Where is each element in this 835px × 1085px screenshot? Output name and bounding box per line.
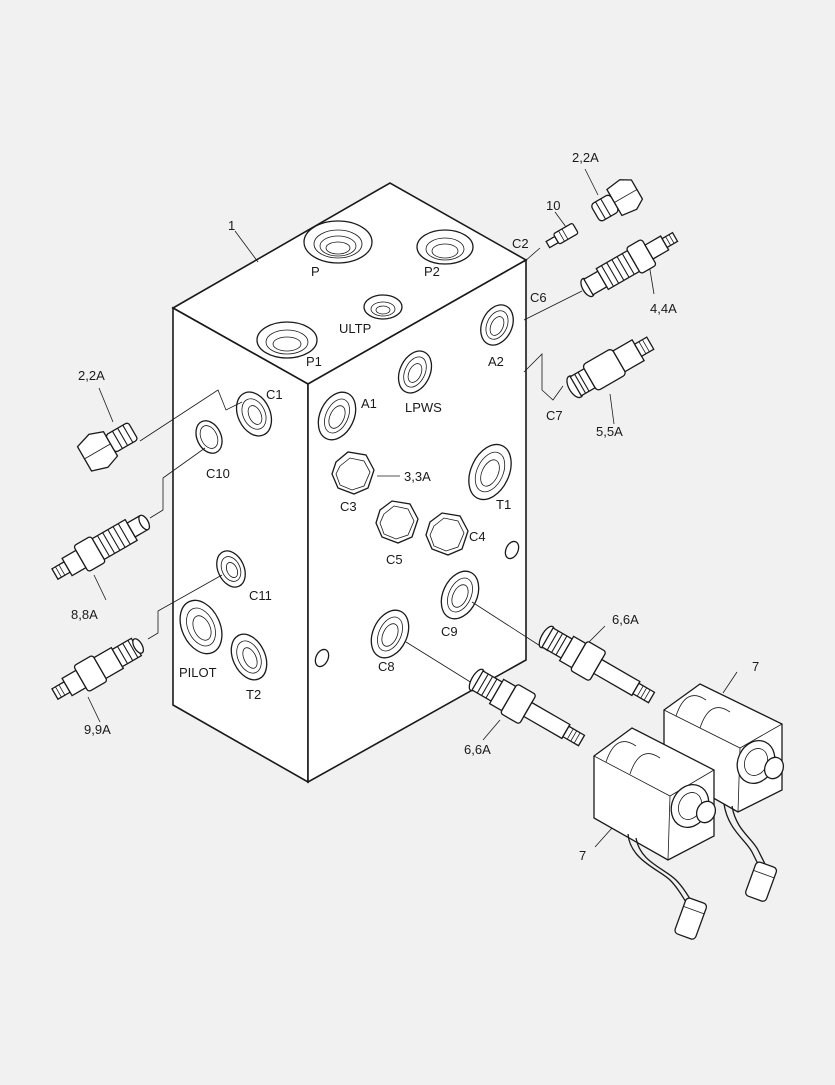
label-c8: C8 [378, 659, 395, 674]
callout-4-4a: 4,4A [650, 301, 677, 316]
callout-6-6a-bottom: 6,6A [464, 742, 491, 757]
callout-labels: 10 2,2A 2,2A 4,4A 5,5A 3,3A 8,8A 9,9A 6,… [71, 150, 759, 863]
callout-7-bottom: 7 [579, 848, 586, 863]
plug-c4 [425, 512, 469, 556]
callout-7-top: 7 [752, 659, 759, 674]
label-pilot: PILOT [179, 665, 217, 680]
label-c1: C1 [266, 387, 283, 402]
port-c9 [440, 570, 480, 620]
port-a2 [480, 304, 514, 346]
pin-10 [545, 223, 579, 249]
label-c5: C5 [386, 552, 403, 567]
port-labels: 1 P P2 ULTP P1 A2 A1 LPWS C1 C10 C11 C2 … [179, 218, 563, 702]
small-hole-lower [314, 648, 330, 668]
port-c10 [195, 420, 223, 454]
solenoid-coil-lower [593, 727, 717, 861]
plug-2-2a-top [591, 179, 644, 222]
port-c1 [235, 391, 273, 437]
port-c8 [370, 609, 410, 659]
label-p: P [311, 264, 320, 279]
callout-5-5a: 5,5A [596, 424, 623, 439]
plug-c5 [375, 500, 419, 544]
cartridge-8-8a [51, 514, 151, 581]
plug-c3 [331, 451, 375, 495]
label-t2: T2 [246, 687, 261, 702]
port-p1 [256, 321, 318, 359]
small-hole-right-face [504, 540, 520, 560]
label-block-1: 1 [228, 218, 235, 233]
port-p [303, 220, 373, 264]
label-c3: C3 [340, 499, 357, 514]
label-a2: A2 [488, 354, 504, 369]
port-p2 [416, 229, 474, 265]
callout-2-2a-top: 2,2A [572, 150, 599, 165]
port-t1 [468, 443, 512, 501]
callout-6-6a-right: 6,6A [612, 612, 639, 627]
label-p1: P1 [306, 354, 322, 369]
callout-3-3a: 3,3A [404, 469, 431, 484]
cartridge-6-6a-bottom [468, 668, 586, 747]
label-c10: C10 [206, 466, 230, 481]
cartridge-5-5a [566, 336, 655, 399]
coil-wires-lower [627, 833, 708, 940]
callout-9-9a: 9,9A [84, 722, 111, 737]
port-lpws [397, 350, 433, 394]
label-c11: C11 [249, 588, 272, 603]
label-c9: C9 [441, 624, 458, 639]
label-lpws: LPWS [405, 400, 442, 415]
coil-wires-upper [723, 803, 778, 902]
port-t2 [230, 633, 268, 681]
cartridge-4-4a [580, 231, 679, 298]
plug-2-2a-left [76, 422, 138, 472]
leader-lines [87, 168, 738, 848]
label-p2: P2 [424, 264, 440, 279]
label-a1: A1 [361, 396, 377, 411]
cartridge-9-9a [51, 637, 145, 701]
cartridge-6-6a-right [538, 625, 656, 704]
label-c4: C4 [469, 529, 486, 544]
callout-10: 10 [546, 198, 560, 213]
label-ultp: ULTP [339, 321, 371, 336]
label-c6: C6 [530, 290, 547, 305]
port-ultp [363, 294, 403, 320]
label-t1: T1 [496, 497, 511, 512]
port-c11 [216, 550, 246, 588]
port-a1 [317, 391, 357, 441]
label-c2: C2 [512, 236, 529, 251]
block-left-face [172, 306, 309, 784]
callout-8-8a: 8,8A [71, 607, 98, 622]
label-c7: C7 [546, 408, 563, 423]
callout-2-2a-left: 2,2A [78, 368, 105, 383]
port-pilot [179, 599, 223, 655]
